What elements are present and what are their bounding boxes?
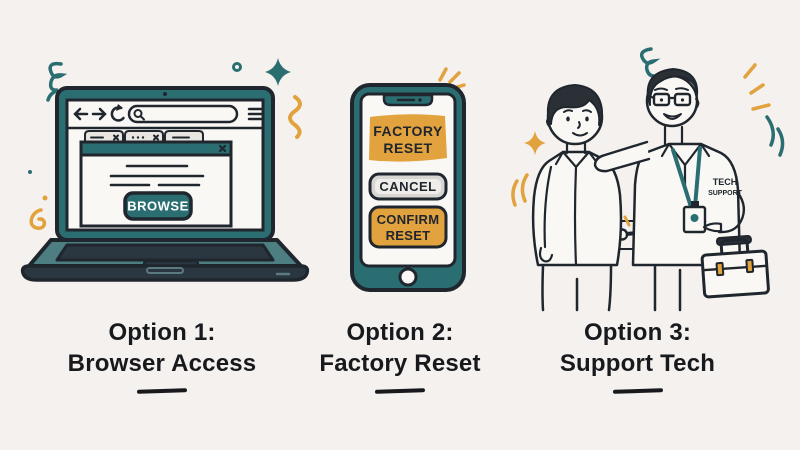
factory-reset-line1: FACTORY [373,123,443,139]
factory-reset-line2: RESET [383,140,432,156]
technician-neck [663,125,684,146]
option-3-caption: Option 3: Support Tech [515,317,760,394]
option-1-underline [136,388,188,394]
back-arrow-icon [73,107,89,121]
customer-jacket [531,150,623,267]
yellow-dashes-icon [743,63,771,111]
laptop-latch-notch [146,267,184,274]
option-3-title: Option 3: [583,319,692,346]
option-3-subtitle: Support Tech [559,350,716,377]
customer-hand [538,246,554,263]
cancel-button: CANCEL [368,172,448,201]
option-2-subtitle: Factory Reset [319,350,481,377]
technician-figure: TECH SUPPORT [593,68,770,312]
confirm-button-line1: CONFIRM [377,212,440,227]
forward-arrow-icon [91,107,107,121]
customer-hair [546,84,603,126]
menu-hamburger-icon [247,107,263,121]
browse-button-label: BROWSE [127,199,189,214]
toolbox-handle [719,237,750,256]
phone-home-button [398,267,418,287]
teal-dot-icon [28,170,32,174]
glasses-icon [647,92,692,107]
toolbox-body [700,249,770,299]
phone-camera-dot [418,98,422,102]
confirm-reset-button: CONFIRM RESET [368,205,448,249]
yellow-star-icon [524,131,546,155]
toolbox [700,235,770,299]
toolbox-lid-seam [701,264,768,272]
toolbox-clasp [715,261,725,277]
confirm-button-line2: RESET [386,228,431,243]
teal-ring-dot-icon [232,62,242,72]
customer-figure [531,84,623,312]
teal-coil-squiggle-icon [46,61,68,102]
text-lines [109,164,205,187]
technician-face [654,87,700,120]
tab-close-icon [153,134,159,141]
technician-hair [646,68,699,106]
cancel-button-label: CANCEL [379,179,436,194]
address-bar [127,104,239,124]
support-technician-illustration: TECH SUPPORT [511,47,785,312]
option-1-title: Option 1: [108,319,216,346]
option-1-subtitle: Browser Access [67,350,257,377]
popup-close-icon [218,144,227,153]
shirt-text-line2: SUPPORT [708,190,743,197]
teal-motion-arcs-icon [765,115,785,157]
toolbox-clasp [745,258,755,274]
popup-title-bar [79,140,233,157]
customer-face [546,109,592,137]
technician-pointing-hand [702,222,723,233]
teal-star-icon [265,58,291,86]
tab-close-icon [113,134,119,141]
webcam-dot-icon [163,92,167,96]
option-2-caption: Option 2: Factory Reset [310,317,490,394]
yellow-motion-arcs-icon [511,173,529,207]
technician-pointing-arm [717,191,746,234]
technician-collar [660,142,711,189]
yellow-curl-icon [29,208,47,230]
search-icon [133,109,145,121]
option-1-caption: Option 1: Browser Access [27,317,297,394]
laptop-browser-illustration: BROWSE [20,58,310,282]
teal-squiggle-icon [639,47,661,78]
lanyard [671,146,707,234]
option-2-title: Option 2: [346,319,454,346]
tab-dots-icon [131,136,145,139]
popup-window: BROWSE [79,140,233,228]
customer-legs [541,264,613,312]
yellow-squiggle-icon [288,95,302,139]
laptop-keyboard [55,243,275,262]
factory-reset-header: FACTORY RESET [369,114,447,162]
browse-button [123,191,193,221]
option-2-underline [374,388,426,394]
yellow-dot-icon [42,195,48,201]
customer-jacket-lines [543,150,600,267]
technician-hand-on-shoulder [594,154,606,166]
reload-arrowhead-icon [116,104,123,111]
option-3-underline [612,388,663,394]
shirt-text-line1: TECH [713,177,738,187]
phone-factory-reset-illustration: FACTORY RESET CANCEL CONFIRM RESET [350,67,466,292]
